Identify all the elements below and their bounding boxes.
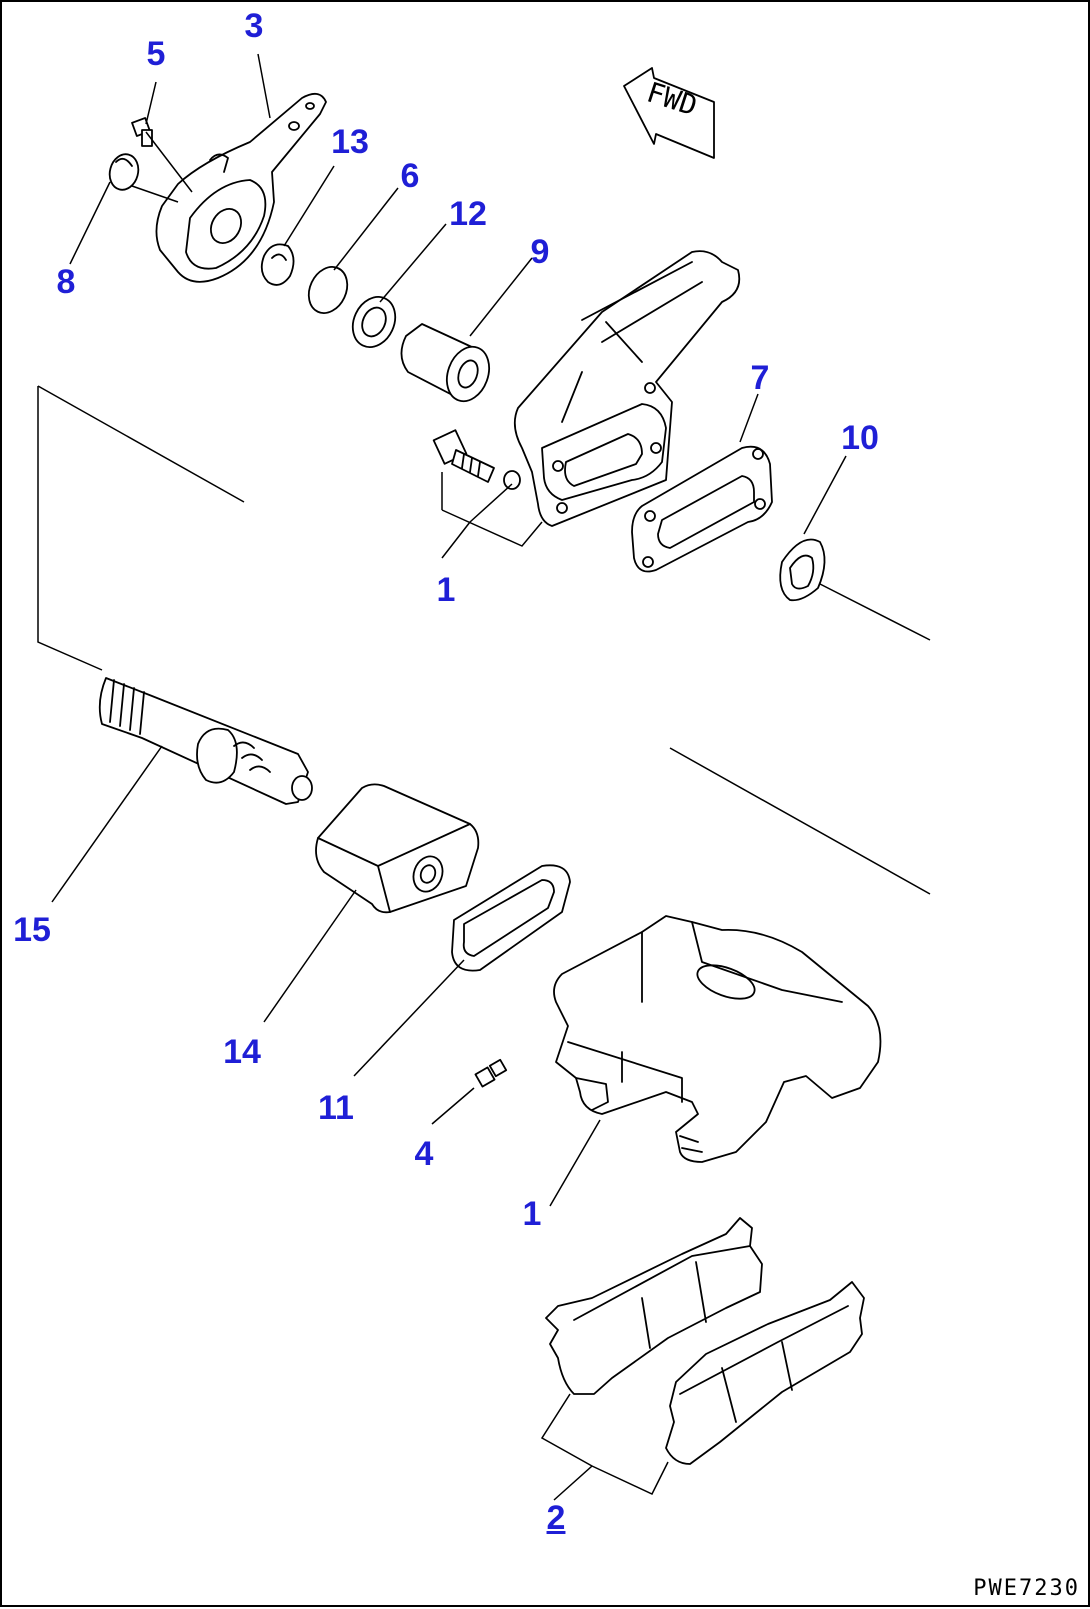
callout-1-lower: 1 — [522, 1195, 542, 1233]
fwd-arrow: FWD — [623, 67, 715, 159]
callout-4: 4 — [414, 1135, 434, 1173]
part-11-oval-seal — [451, 864, 571, 972]
axis-line-right-lower — [669, 747, 931, 895]
leader-lines — [51, 53, 847, 1501]
part-9-bushing — [400, 323, 490, 403]
part-8-ring — [108, 153, 140, 191]
upper-bolt — [432, 429, 521, 490]
part-10-ring — [779, 538, 826, 602]
callout-5: 5 — [146, 35, 166, 73]
part-14-block — [315, 783, 480, 914]
part-5-grease-fitting — [131, 117, 153, 147]
part-12-seal — [351, 296, 397, 348]
part-1-lower-caliper — [553, 915, 882, 1163]
part-4-fitting — [474, 1058, 508, 1088]
part-2-brake-pads — [545, 1217, 865, 1465]
axis-line-top — [37, 385, 245, 503]
axis-line-right-upper — [819, 583, 931, 641]
part-3-slack-adjuster — [155, 92, 327, 283]
callout-2: 2 — [546, 1499, 566, 1537]
callout-1-upper: 1 — [436, 571, 456, 609]
callout-10: 10 — [841, 419, 879, 457]
callout-15: 15 — [13, 911, 51, 949]
callout-11: 11 — [318, 1089, 354, 1127]
callout-13: 13 — [331, 123, 369, 161]
callout-3: 3 — [244, 7, 264, 45]
part-15-camshaft — [98, 677, 313, 805]
callout-8: 8 — [56, 263, 76, 301]
callout-14: 14 — [223, 1033, 261, 1071]
callout-9: 9 — [530, 233, 550, 271]
part-6-ring — [307, 266, 349, 314]
part-13-clip — [260, 243, 295, 286]
callout-6: 6 — [400, 157, 420, 195]
callout-7: 7 — [750, 359, 770, 397]
part-7-gasket — [631, 445, 773, 573]
axis-line-left — [37, 386, 103, 671]
callout-12: 12 — [449, 195, 487, 233]
figure-reference-code: PWE7230 — [973, 1576, 1080, 1601]
part-1-upper-bracket — [513, 250, 741, 527]
